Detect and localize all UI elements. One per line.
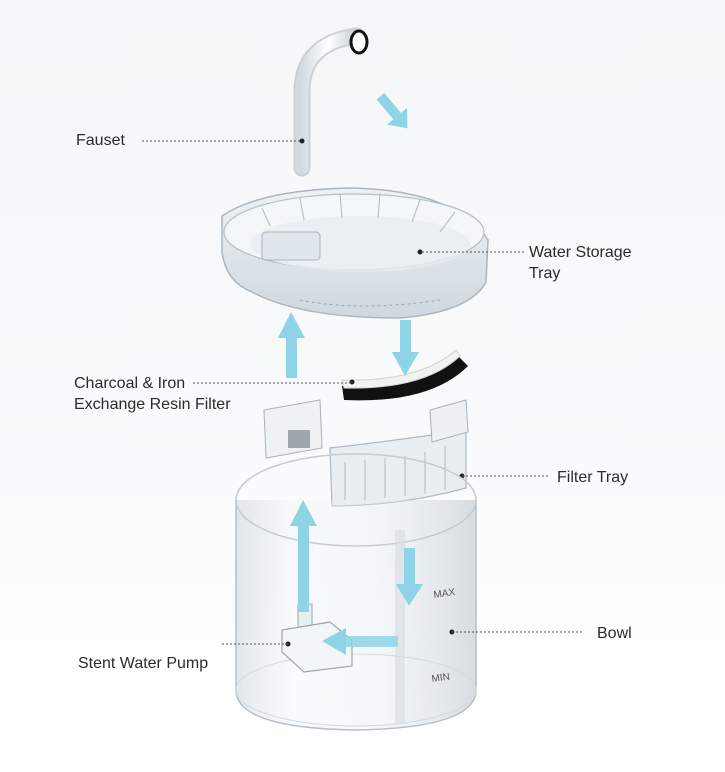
faucet-pipe [293, 27, 369, 177]
arrow-down-tray [392, 320, 419, 376]
label-water-storage-tray-line2: Tray [529, 265, 561, 282]
label-fauset: Fauset [76, 132, 125, 149]
arrow-down-bowl [396, 548, 423, 606]
label-filter-tray: Filter Tray [557, 469, 629, 486]
label-filter-line1: Charcoal & Iron [74, 375, 186, 392]
max-marking: MAX [433, 587, 456, 601]
label-pump: Stent Water Pump [78, 655, 209, 672]
fauset-marker [299, 138, 305, 144]
min-marking: MIN [431, 672, 451, 685]
water-storage-tray [221, 187, 489, 319]
flow-arrows [278, 92, 423, 655]
footer-band [0, 740, 725, 772]
label-water-storage-tray-line1: Water Storage [529, 244, 632, 261]
label-bowl: Bowl [597, 625, 632, 642]
label-water-storage-tray: Water Storage Tray [529, 242, 632, 284]
arrow-into-pump [322, 628, 398, 655]
charcoal-filter [341, 349, 468, 401]
bowl [235, 453, 477, 731]
filter-tray [263, 399, 469, 507]
label-filter: Charcoal & Iron Exchange Resin Filter [74, 373, 231, 415]
leader-lines [142, 140, 582, 645]
arrow-up-left [278, 312, 305, 378]
arrow-up-bowl [290, 500, 317, 612]
arrow-down-top [376, 92, 408, 129]
label-filter-line2: Exchange Resin Filter [74, 396, 231, 413]
